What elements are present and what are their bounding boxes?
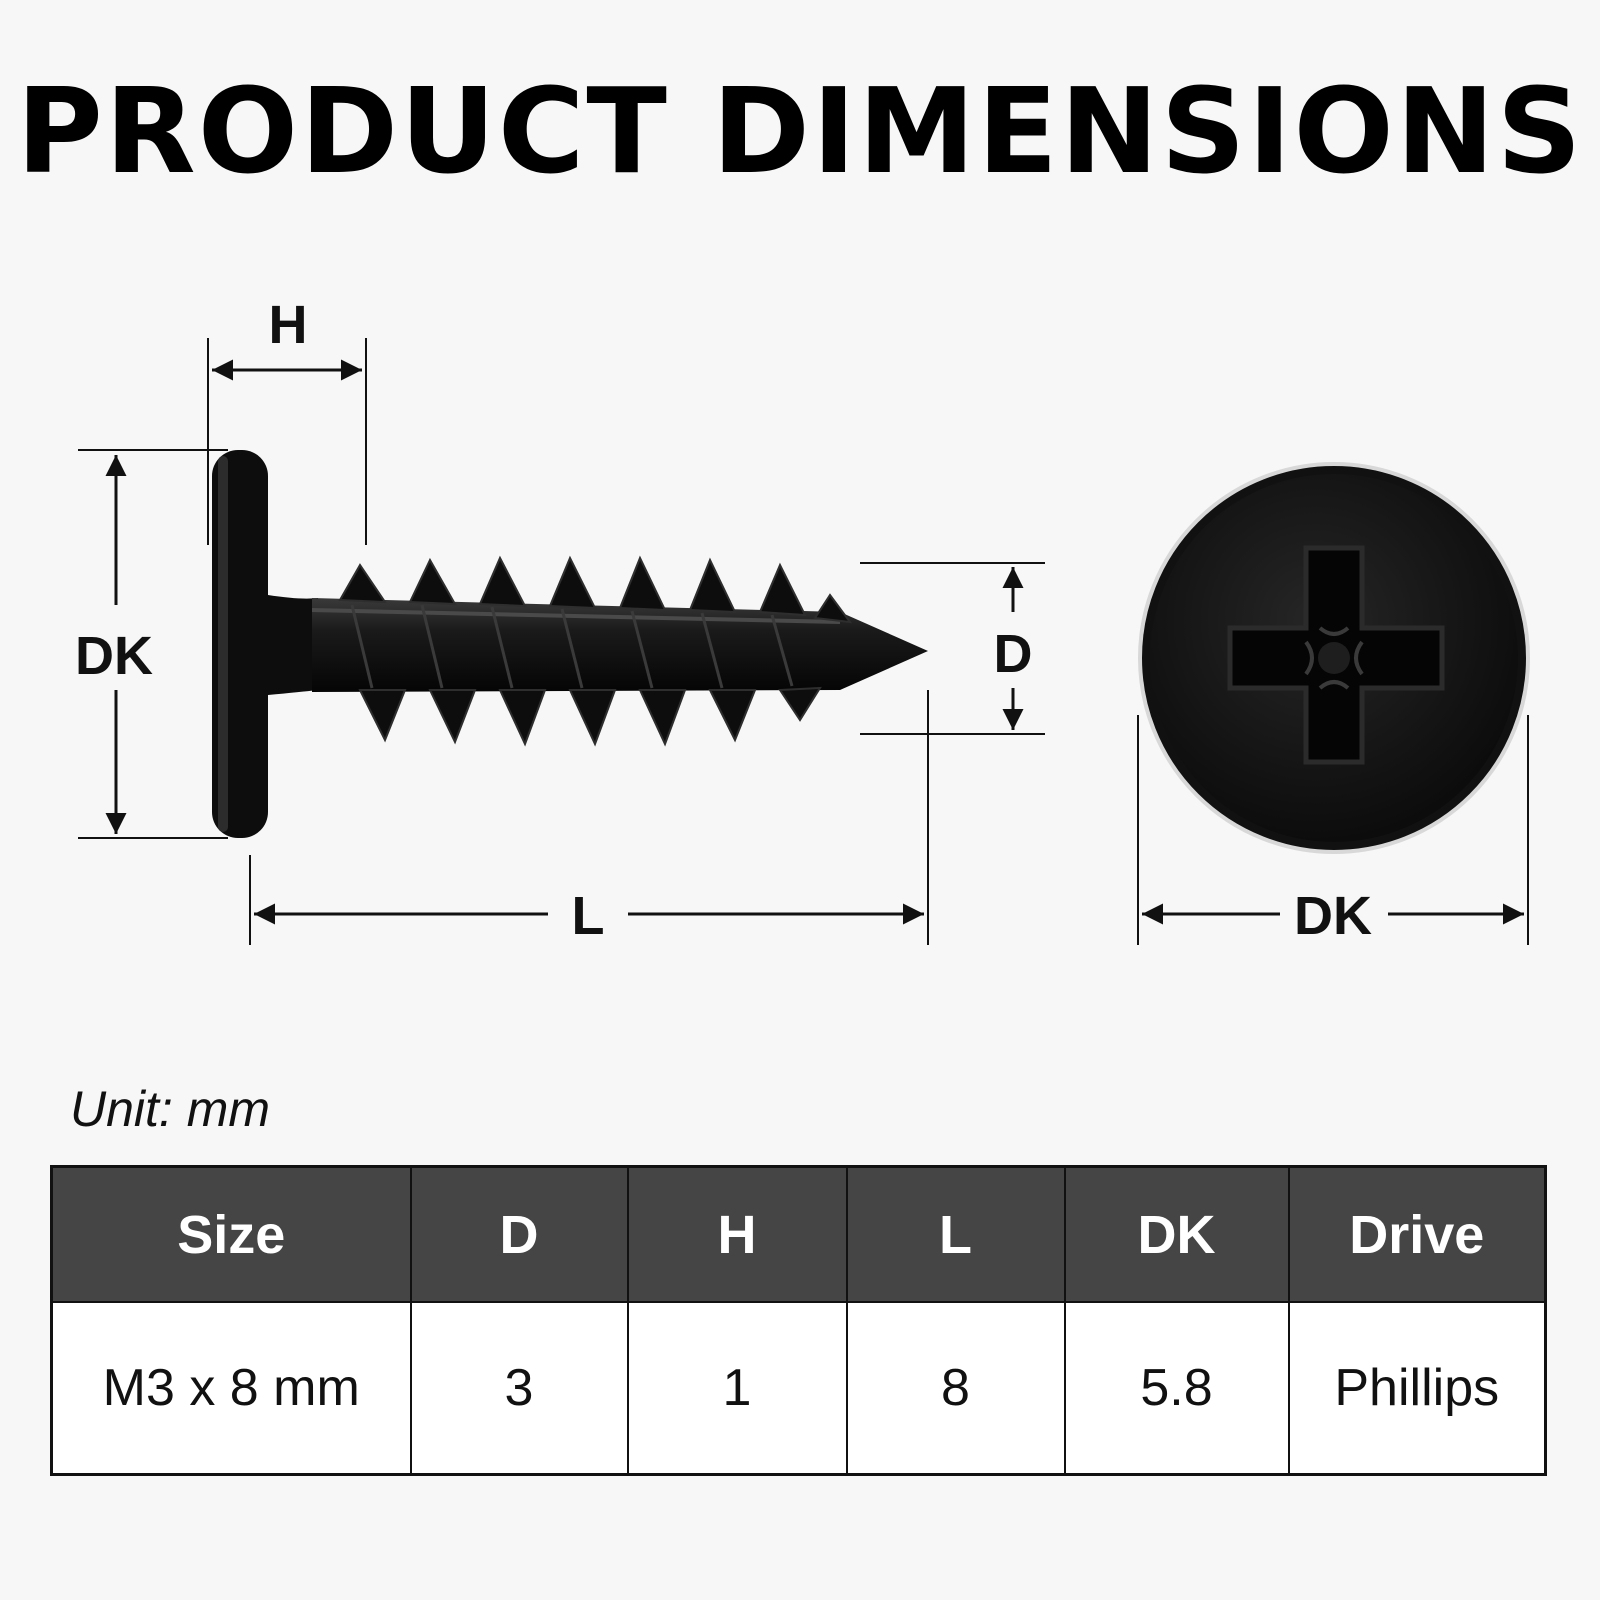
dimension-dk-side: DK xyxy=(75,449,228,839)
screw-threads xyxy=(338,555,853,747)
cell-drive: Phillips xyxy=(1287,1301,1547,1476)
cell-l: 8 xyxy=(845,1301,1066,1476)
dk-side-dimension-label: DK xyxy=(75,626,153,686)
table-header-row: Size D H L DK Drive xyxy=(50,1165,1547,1303)
cell-h: 1 xyxy=(626,1301,848,1476)
header-size: Size xyxy=(50,1165,412,1303)
page-title: PRODUCT DIMENSIONS xyxy=(16,62,1584,200)
header-l: L xyxy=(845,1165,1066,1303)
dimension-dk-top: DK xyxy=(1137,715,1529,946)
header-dk: DK xyxy=(1063,1165,1290,1303)
phillips-cross-icon xyxy=(1227,545,1445,765)
screw-top-view xyxy=(1138,462,1530,854)
l-dimension-label: L xyxy=(572,886,605,946)
screw-dimension-diagram: H DK D L DK xyxy=(75,295,1530,946)
header-d: D xyxy=(409,1165,629,1303)
cell-size: M3 x 8 mm xyxy=(50,1301,412,1476)
thread-helix-lines xyxy=(350,604,794,689)
spec-table: Size D H L DK Drive M3 x 8 mm 3 1 8 5.8 … xyxy=(50,1165,1547,1476)
d-dimension-label: D xyxy=(994,624,1033,684)
cell-d: 3 xyxy=(409,1301,629,1476)
dimension-d: D xyxy=(860,562,1045,735)
dimension-h: H xyxy=(207,295,367,545)
dk-top-dimension-label: DK xyxy=(1294,886,1372,946)
screw-side-view xyxy=(212,450,928,838)
table-row: M3 x 8 mm 3 1 8 5.8 Phillips xyxy=(50,1301,1547,1476)
screw-head-side xyxy=(212,450,318,838)
header-drive: Drive xyxy=(1287,1165,1547,1303)
dimension-l: L xyxy=(249,690,929,946)
header-h: H xyxy=(626,1165,848,1303)
unit-label: Unit: mm xyxy=(70,1081,270,1137)
cell-dk: 5.8 xyxy=(1063,1301,1290,1476)
h-dimension-label: H xyxy=(269,295,308,355)
